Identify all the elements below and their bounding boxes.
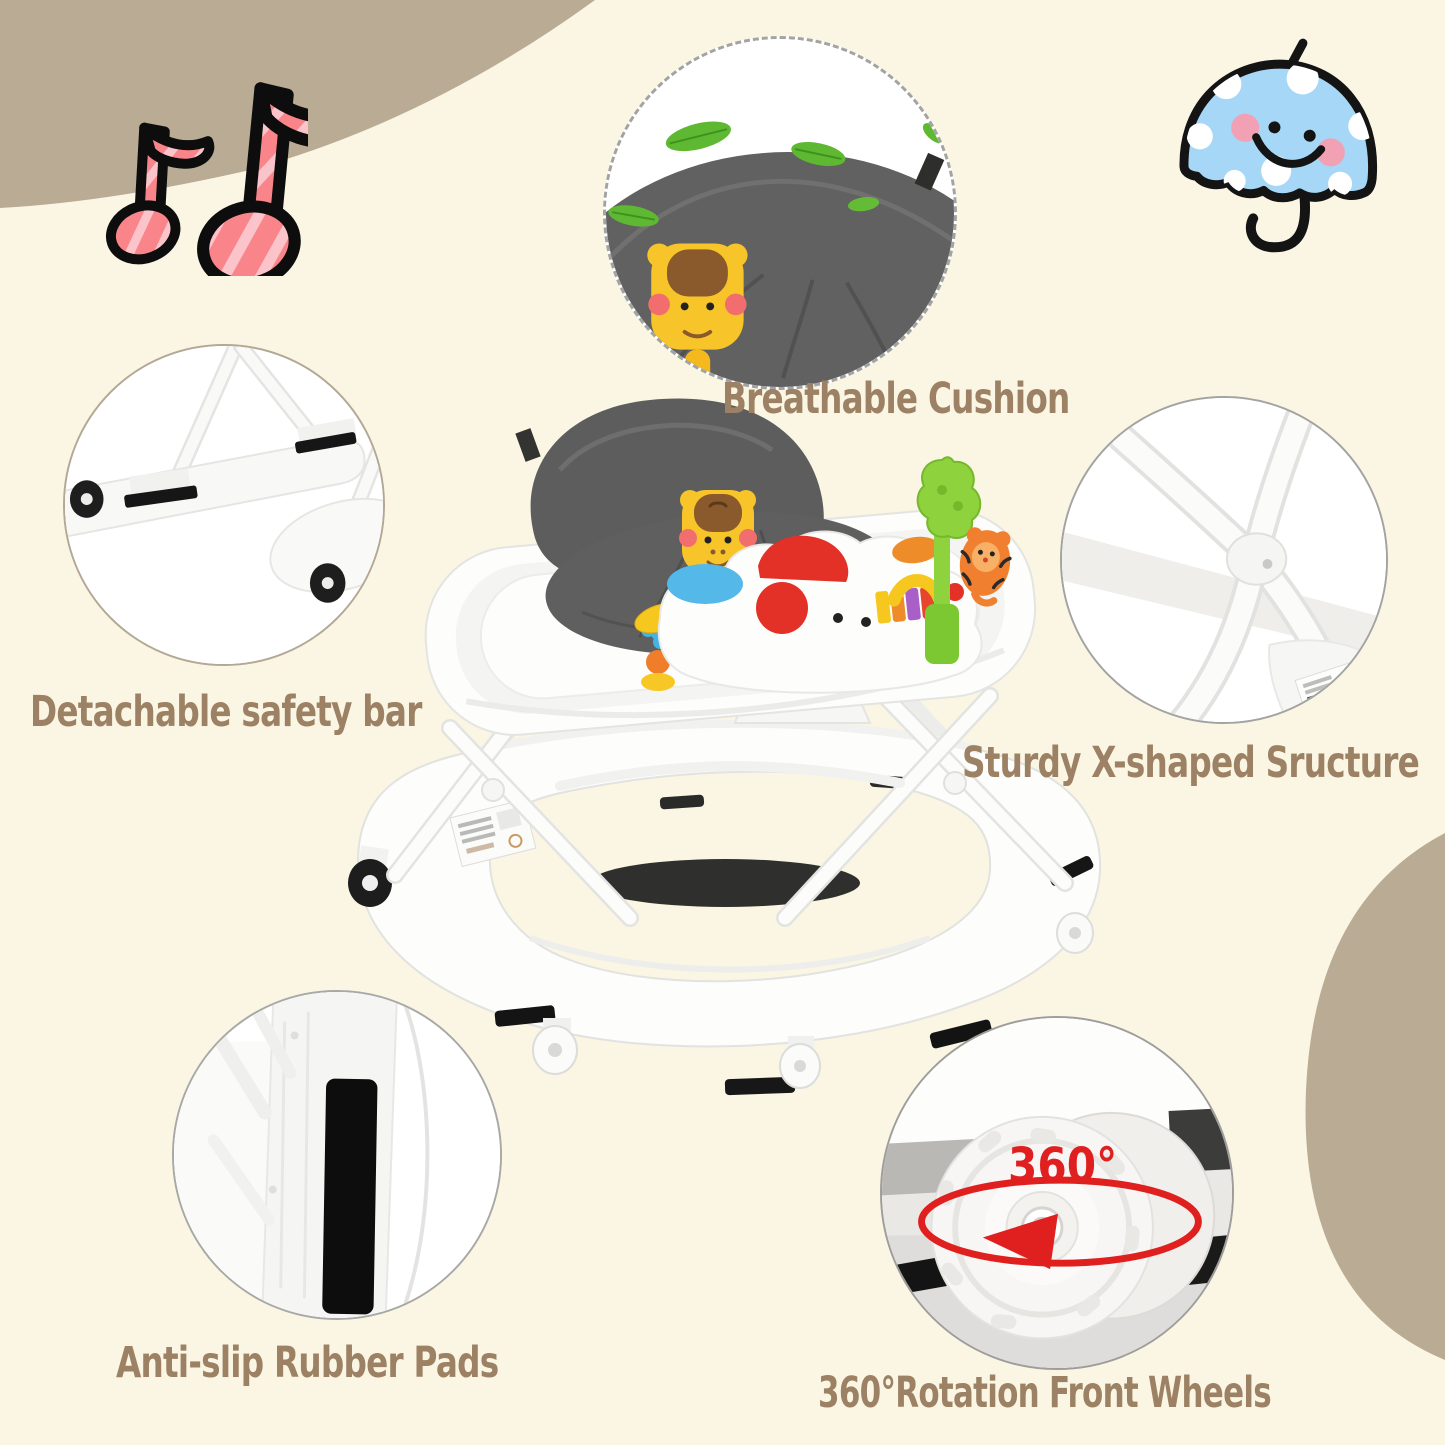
side-wheel-right xyxy=(1056,912,1094,954)
bottom-right-corner-blob xyxy=(1305,833,1445,1360)
callout-breathable-cushion xyxy=(603,36,957,390)
safety-bar-closeup-image xyxy=(65,346,383,664)
giraffe-toy-closeup xyxy=(647,243,748,387)
tree-toy xyxy=(916,456,982,664)
rubber-pad xyxy=(322,1078,378,1315)
rubber-pad-closeup-image xyxy=(174,992,500,1318)
callout-rubber-pads xyxy=(172,990,502,1320)
music-panel xyxy=(657,530,983,694)
cushion-closeup-image xyxy=(606,39,954,387)
callout-safety-bar xyxy=(63,344,385,666)
breathable-cushion-label: Breathable Cushion xyxy=(722,374,1070,424)
front-wheel-mid xyxy=(779,1036,821,1089)
x-structure-label: Sturdy X-shaped Sructure xyxy=(962,738,1420,788)
rotation-degree-badge: 360° xyxy=(1008,1138,1118,1194)
callout-x-structure xyxy=(1060,396,1388,724)
x-frame-closeup-image xyxy=(1062,398,1386,722)
baby-walker-image xyxy=(348,398,1102,1096)
rubber-pads-label: Anti-slip Rubber Pads xyxy=(116,1338,499,1388)
music-notes-icon xyxy=(105,82,308,276)
tiger-toy xyxy=(959,527,1012,607)
rear-wheel xyxy=(348,845,392,907)
safety-bar-label: Detachable safety bar xyxy=(30,687,422,737)
front-wheels-label: 360°Rotation Front Wheels xyxy=(818,1368,1272,1418)
leaf-icons xyxy=(608,121,946,227)
rotation-arrow-icon xyxy=(918,1176,1202,1270)
front-wheel-left xyxy=(532,1018,578,1075)
umbrella-icon xyxy=(1179,38,1378,253)
